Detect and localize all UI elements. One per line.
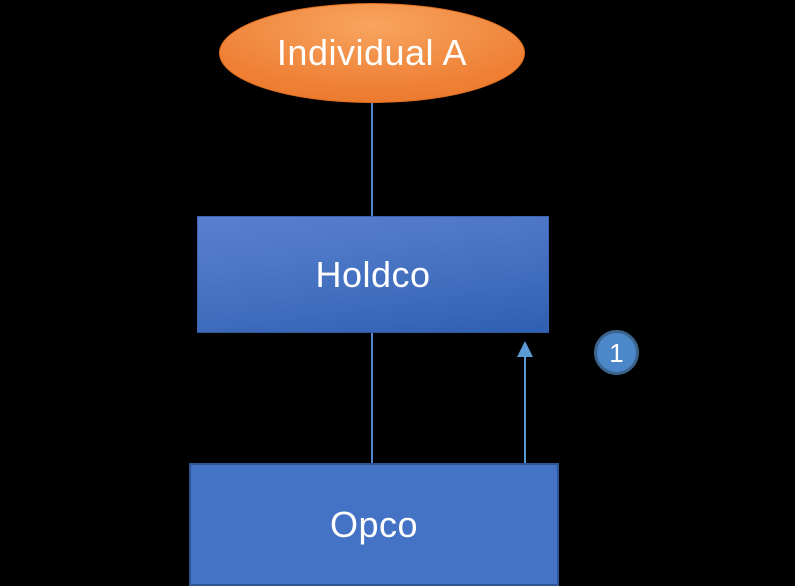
opco-to-holdco-arrow-line [524,357,526,463]
node-holdco: Holdco [197,216,549,333]
connector-holdco-to-opco [371,333,373,463]
node-opco-label: Opco [329,503,419,545]
connector-individual-to-holdco [371,103,373,216]
step-1-badge-label: 1 [609,337,624,368]
node-individual-a-label: Individual A [276,32,468,73]
step-1-badge: 1 [594,330,639,375]
arrow-up-head-icon [517,341,533,357]
node-individual-a: Individual A [219,3,525,103]
node-holdco-label: Holdco [315,253,431,295]
node-opco: Opco [189,463,559,586]
